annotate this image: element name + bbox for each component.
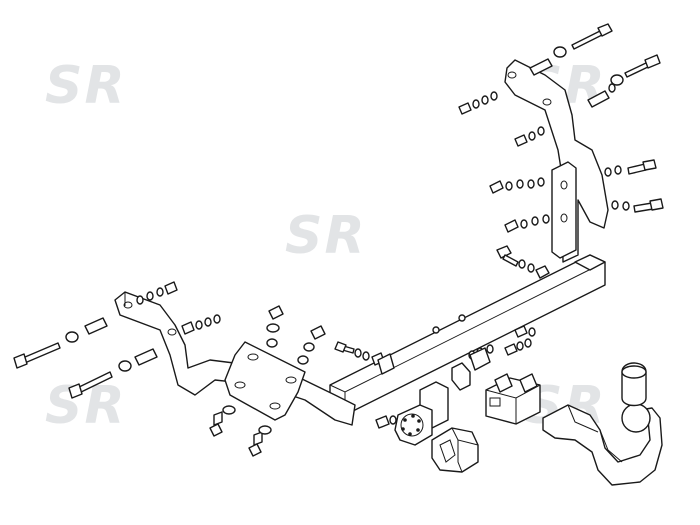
watermark-center: SR xyxy=(285,206,367,266)
crossbar-plates xyxy=(377,347,491,391)
right-side-bolts xyxy=(489,159,664,279)
electrical-socket xyxy=(431,427,479,473)
clamp-block xyxy=(485,373,541,425)
left-mounting-plate xyxy=(224,341,306,421)
watermark-top-left: SR xyxy=(45,56,127,116)
top-right-hardware xyxy=(458,23,661,147)
left-side-bolts xyxy=(13,281,221,399)
right-vertical-plate xyxy=(551,161,577,259)
socket-mounting-plate xyxy=(375,381,449,446)
tow-ball-cap xyxy=(621,362,647,407)
lower-left-bolts xyxy=(209,305,326,457)
right-side-bracket xyxy=(504,59,609,263)
